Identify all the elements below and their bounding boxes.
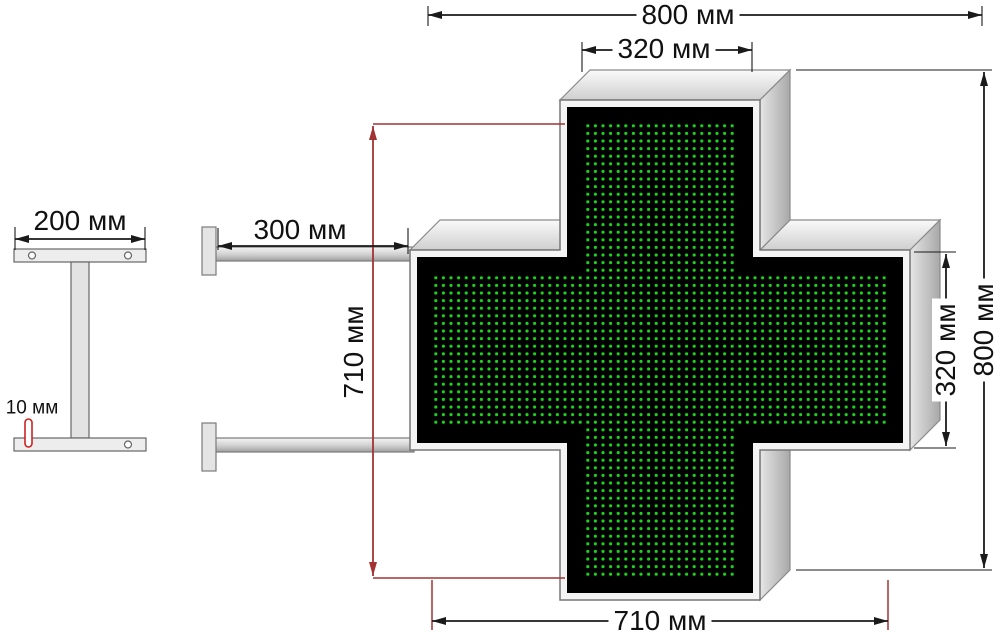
label-bottom-panel-width: 710 мм [608, 607, 712, 635]
bracket-endplate-bottom [201, 422, 217, 472]
plate-web [70, 261, 90, 439]
mount-hole-icon [123, 440, 133, 449]
mount-slot-detail [24, 418, 33, 448]
label-right-arm-height: 320 мм [930, 298, 961, 402]
plate-bottom-flange [13, 437, 147, 452]
mount-hole-icon [27, 251, 37, 260]
housing-top-face [558, 69, 792, 101]
dim-extensions-black [14, 6, 992, 571]
label-right-total-height: 800 мм [968, 278, 999, 382]
wall-bracket [201, 226, 415, 472]
led-matrix [432, 122, 888, 578]
housing-right-arm-top-face [758, 219, 942, 251]
label-plate-width: 200 мм [33, 205, 127, 236]
label-left-panel-height: 710 мм [338, 300, 369, 404]
label-slot-size: 10 мм [5, 397, 59, 419]
label-top-center-width: 320 мм [612, 35, 716, 63]
bracket-arm-bottom [213, 437, 415, 453]
housing-upper-right-face [759, 68, 791, 252]
mount-plate-side-view [13, 248, 147, 452]
bracket-endplate-top [201, 226, 217, 276]
mount-hole-icon [123, 251, 133, 260]
label-bracket-length: 300 мм [253, 214, 347, 245]
bracket-arm-top [213, 246, 415, 262]
label-top-total-width: 800 мм [636, 1, 740, 29]
